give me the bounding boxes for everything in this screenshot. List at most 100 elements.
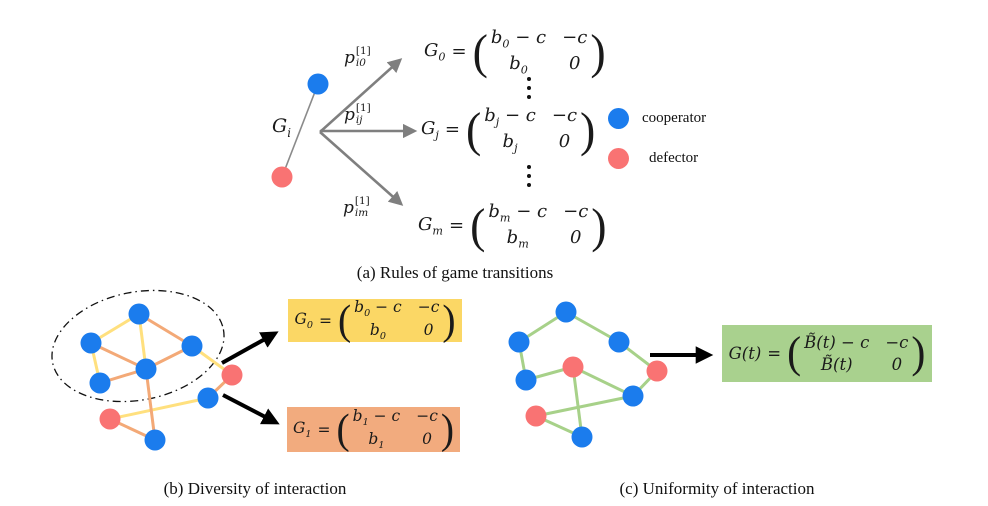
cooperator-node bbox=[197, 387, 219, 409]
panel-c-network bbox=[508, 301, 714, 448]
matrix-cell: b0 bbox=[509, 52, 528, 77]
left-paren: ( bbox=[472, 24, 488, 79]
transition-prob-label-2: p[1]im bbox=[343, 195, 370, 219]
transition-arrow-2 bbox=[319, 131, 404, 206]
matrix-cell: 0 bbox=[558, 130, 571, 152]
game-node-label: Gi bbox=[272, 115, 291, 140]
matrix-G1-b: G1 = ( b1 − c −c b1 0 ) bbox=[293, 407, 454, 452]
panel-a-network bbox=[271, 58, 418, 206]
cooperator-node bbox=[515, 369, 537, 391]
matrix-Gt: G(t) = ( B̃(t) − c −c B̃(t) 0 ) bbox=[728, 328, 926, 378]
matrix-cell: b1 − c bbox=[352, 407, 401, 429]
network-edge bbox=[571, 365, 635, 398]
matrix-grid: bj − c −c bj 0 bbox=[481, 104, 580, 156]
right-paren: ) bbox=[590, 24, 606, 79]
equals-sign: = bbox=[451, 41, 467, 63]
matrix-G0: G0 = ( b0 − c −c b0 0 ) bbox=[424, 26, 606, 78]
cooperator-node bbox=[571, 426, 593, 448]
matrix-grid: b1 − c −c b1 0 bbox=[350, 407, 441, 452]
cooperator-node bbox=[608, 331, 630, 353]
equals-sign: = bbox=[317, 420, 331, 439]
cooperator-node bbox=[128, 303, 150, 325]
defector-node bbox=[525, 405, 547, 427]
matrix-grid: b0 − c −c b0 0 bbox=[488, 26, 590, 78]
game0-highlight-box: G0 = ( b0 − c −c b0 0 ) bbox=[288, 296, 462, 344]
right-paren: ) bbox=[911, 328, 926, 378]
network-edge bbox=[281, 83, 319, 178]
equals-sign: = bbox=[444, 119, 460, 141]
matrix-cell: bm bbox=[506, 226, 529, 251]
matrix-cell: b0 − c bbox=[354, 298, 402, 320]
matrix-name: G(t) bbox=[728, 344, 762, 363]
matrix-grid: b0 − c −c b0 0 bbox=[351, 298, 442, 343]
cooperator-node bbox=[80, 332, 102, 354]
avg-game-highlight-box: G(t) = ( B̃(t) − c −c B̃(t) 0 ) bbox=[722, 325, 932, 382]
left-paren: ( bbox=[465, 102, 482, 157]
network-edge bbox=[144, 367, 157, 442]
matrix-cell: 0 bbox=[422, 429, 432, 448]
matrix-cell: 0 bbox=[569, 52, 581, 74]
matrix-cell: −c bbox=[563, 201, 589, 222]
matrix-cell: bm − c bbox=[488, 201, 548, 225]
cooperator-node bbox=[622, 385, 644, 407]
transition-arrow-0 bbox=[319, 58, 403, 133]
cooperator-icon bbox=[608, 108, 629, 129]
right-paren: ) bbox=[580, 102, 596, 157]
defector-node bbox=[646, 360, 668, 382]
matrix-cell: bj − c bbox=[484, 105, 536, 129]
left-paren: ( bbox=[470, 198, 486, 253]
matrix-name: G0 bbox=[424, 40, 446, 64]
network-edge bbox=[534, 394, 635, 418]
matrix-Gm: Gm = ( bm − c −c bm 0 ) bbox=[418, 200, 607, 252]
left-paren: ( bbox=[336, 405, 350, 453]
defector-node bbox=[271, 166, 293, 188]
right-paren: ) bbox=[440, 405, 455, 453]
matrix-cell: B̃(t) − c bbox=[804, 333, 870, 353]
network-edge bbox=[571, 365, 584, 439]
matrix-cell: −c bbox=[885, 333, 909, 353]
matrix-cell: B̃(t) bbox=[820, 354, 853, 374]
transition-prob-label-0: p[1]i0 bbox=[344, 45, 371, 69]
caption-a: (a) Rules of game transitions bbox=[356, 263, 554, 282]
pointer-arrow-g1 bbox=[222, 393, 280, 425]
equals-sign: = bbox=[767, 344, 782, 363]
matrix-Gj: Gj = ( bj − c −c bj 0 ) bbox=[421, 104, 595, 156]
legend-item-cooperator: cooperator bbox=[608, 108, 706, 129]
legend-item-defector: defector bbox=[608, 148, 706, 169]
defector-node bbox=[562, 356, 584, 378]
matrix-cell: −c bbox=[551, 105, 578, 126]
right-paren: ) bbox=[591, 198, 607, 253]
left-paren: ( bbox=[787, 328, 802, 378]
matrix-cell: b0 bbox=[369, 320, 386, 342]
defector-node bbox=[99, 408, 121, 430]
matrix-name: G1 bbox=[292, 418, 312, 441]
matrix-cell: 0 bbox=[569, 226, 582, 248]
matrix-grid: bm − c −c bm 0 bbox=[485, 200, 591, 252]
matrix-cell: 0 bbox=[423, 320, 434, 339]
left-paren: ( bbox=[337, 296, 352, 344]
cooperator-node bbox=[135, 358, 157, 380]
defector-icon bbox=[608, 148, 629, 169]
matrix-grid: B̃(t) − c −c B̃(t) 0 bbox=[801, 332, 911, 374]
network-edge bbox=[108, 396, 210, 421]
cooperator-node bbox=[307, 73, 329, 95]
panel-b-network bbox=[51, 289, 280, 451]
vertical-ellipsis-icon bbox=[527, 165, 531, 187]
pointer-arrow-g0 bbox=[221, 331, 279, 365]
matrix-cell: bj bbox=[502, 130, 518, 155]
cooperator-node bbox=[555, 301, 577, 323]
caption-b: (b) Diversity of interaction bbox=[163, 479, 347, 498]
matrix-name: G0 bbox=[294, 309, 313, 332]
matrix-name: Gj bbox=[421, 118, 439, 142]
matrix-cell: −c bbox=[416, 407, 438, 426]
cooperator-node bbox=[144, 429, 166, 451]
matrix-cell: −c bbox=[417, 298, 440, 317]
equals-sign: = bbox=[448, 215, 465, 237]
equals-sign: = bbox=[318, 311, 332, 330]
legend-label: defector bbox=[649, 150, 699, 166]
matrix-name: Gm bbox=[418, 214, 443, 238]
vertical-ellipsis-icon bbox=[527, 77, 531, 99]
legend-label: cooperator bbox=[642, 110, 707, 126]
